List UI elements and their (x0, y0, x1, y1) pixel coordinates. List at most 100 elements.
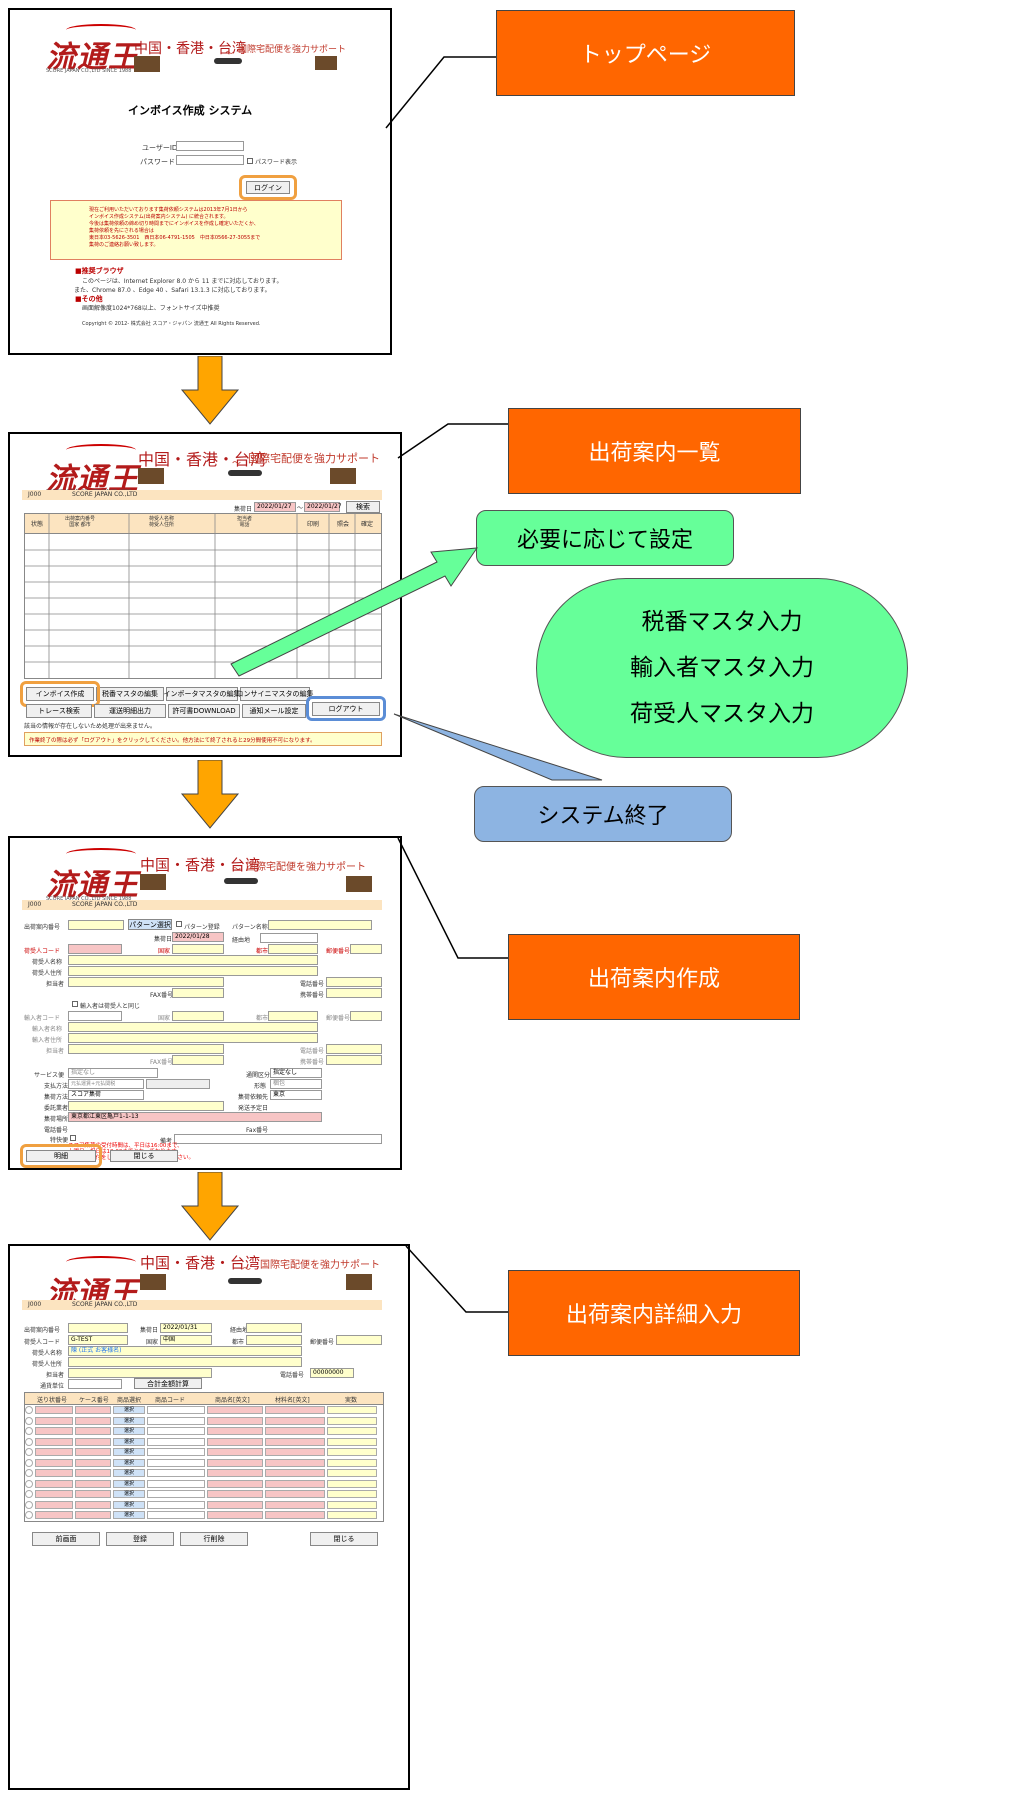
shipment-no-input[interactable] (68, 1323, 128, 1333)
row-cell-input[interactable] (265, 1416, 325, 1425)
logout-button[interactable]: ログアウト (312, 702, 380, 716)
row-radio[interactable] (25, 1500, 33, 1509)
tel-input[interactable]: 00000000 (310, 1368, 354, 1378)
row-radio[interactable] (25, 1406, 33, 1414)
row-cell-input[interactable] (207, 1479, 263, 1488)
select-product-button[interactable]: 選択 (113, 1511, 145, 1519)
row-cell-input[interactable] (207, 1448, 263, 1456)
importer-tel-input[interactable] (326, 1044, 382, 1054)
row-cell-input[interactable] (147, 1500, 205, 1509)
unit-select[interactable] (68, 1379, 122, 1389)
row-cell-input[interactable] (35, 1469, 73, 1477)
row-cell-input[interactable] (75, 1448, 111, 1456)
row-radio[interactable] (25, 1427, 33, 1435)
select-product-button[interactable]: 選択 (113, 1448, 145, 1456)
row-cell-input[interactable] (75, 1458, 111, 1467)
row-cell-input[interactable] (327, 1448, 377, 1456)
row-cell-input[interactable] (265, 1437, 325, 1446)
tariff-master-button[interactable]: 税番マスタの編集 (96, 687, 164, 701)
row-cell-input[interactable] (207, 1416, 263, 1425)
importer-city-input[interactable] (268, 1011, 318, 1021)
login-button[interactable]: ログイン (246, 181, 290, 194)
freight-detail-button[interactable]: 運送明細出力 (94, 704, 166, 718)
row-cell-input[interactable] (147, 1406, 205, 1414)
row-cell-input[interactable] (265, 1427, 325, 1435)
row-radio[interactable] (25, 1448, 33, 1456)
select-product-button[interactable]: 選択 (113, 1458, 145, 1467)
row-radio[interactable] (25, 1469, 33, 1477)
row-cell-input[interactable] (265, 1406, 325, 1414)
pattern-select-button[interactable]: パターン選択 (128, 919, 172, 930)
country-input[interactable] (172, 944, 224, 954)
row-cell-input[interactable] (35, 1406, 73, 1414)
city-input[interactable] (246, 1335, 302, 1345)
detail-button[interactable]: 明細 (26, 1150, 96, 1162)
importer-master-button[interactable]: インポータマスタの編集 (164, 687, 241, 701)
importer-code-select[interactable] (68, 1011, 122, 1021)
importer-fax-input[interactable] (172, 1055, 224, 1065)
row-radio[interactable] (25, 1479, 33, 1488)
row-cell-input[interactable] (147, 1427, 205, 1435)
permit-download-button[interactable]: 許可書DOWNLOAD (168, 704, 240, 718)
row-cell-input[interactable] (265, 1448, 325, 1456)
row-cell-input[interactable] (35, 1458, 73, 1467)
date-from[interactable]: 2022/01/27 (254, 502, 296, 512)
note-input[interactable] (174, 1134, 382, 1144)
notify-mail-button[interactable]: 通知メール設定 (242, 704, 306, 718)
importer-zip-input[interactable] (350, 1011, 382, 1021)
row-cell-input[interactable] (35, 1427, 73, 1435)
row-cell-input[interactable] (327, 1469, 377, 1477)
row-cell-input[interactable] (207, 1406, 263, 1414)
office-select[interactable]: 東京 (270, 1090, 322, 1100)
zip-input[interactable] (350, 944, 382, 954)
register-button[interactable]: 登録 (106, 1532, 174, 1546)
date-to[interactable]: 2022/01/27 (304, 502, 342, 512)
row-cell-input[interactable] (35, 1437, 73, 1446)
pattern-register-checkbox[interactable] (176, 921, 182, 927)
consignee-addr-input[interactable] (68, 966, 318, 976)
pay-extra[interactable] (146, 1079, 210, 1089)
city-input[interactable] (268, 944, 318, 954)
same-checkbox[interactable] (72, 1001, 78, 1007)
select-product-button[interactable]: 選択 (113, 1416, 145, 1425)
show-password-checkbox[interactable] (247, 158, 253, 164)
row-cell-input[interactable] (327, 1490, 377, 1498)
row-cell-input[interactable] (75, 1500, 111, 1509)
row-cell-input[interactable] (327, 1511, 377, 1519)
row-cell-input[interactable] (265, 1511, 325, 1519)
consignee-name-input[interactable] (68, 955, 318, 965)
close-button[interactable]: 閉じる (110, 1150, 178, 1162)
row-cell-input[interactable] (207, 1427, 263, 1435)
row-cell-input[interactable] (327, 1500, 377, 1509)
importer-addr-input[interactable] (68, 1033, 318, 1043)
delete-row-button[interactable]: 行削除 (180, 1532, 248, 1546)
row-radio[interactable] (25, 1490, 33, 1498)
consignee-code-select[interactable] (68, 944, 122, 954)
row-cell-input[interactable] (207, 1437, 263, 1446)
row-cell-input[interactable] (147, 1479, 205, 1488)
row-radio[interactable] (25, 1437, 33, 1446)
row-cell-input[interactable] (75, 1427, 111, 1435)
row-radio[interactable] (25, 1458, 33, 1467)
importer-person-input[interactable] (68, 1044, 224, 1054)
row-cell-input[interactable] (147, 1416, 205, 1425)
row-cell-input[interactable] (35, 1416, 73, 1425)
row-cell-input[interactable] (327, 1416, 377, 1425)
tel-input[interactable] (326, 977, 382, 987)
row-cell-input[interactable] (75, 1490, 111, 1498)
row-cell-input[interactable] (35, 1490, 73, 1498)
password-input[interactable] (176, 155, 244, 165)
collect-select[interactable]: スコア集荷 (68, 1090, 144, 1100)
row-cell-input[interactable] (35, 1500, 73, 1509)
row-cell-input[interactable] (147, 1490, 205, 1498)
row-cell-input[interactable] (147, 1437, 205, 1446)
importer-name-input[interactable] (68, 1022, 318, 1032)
service-select[interactable]: 指定なし (68, 1068, 158, 1078)
row-cell-input[interactable] (75, 1479, 111, 1488)
row-cell-input[interactable] (75, 1437, 111, 1446)
search-button[interactable]: 検索 (346, 501, 380, 513)
pay-select[interactable]: 元払運賃+元払関税 (68, 1079, 144, 1089)
row-cell-input[interactable] (265, 1458, 325, 1467)
country-input[interactable]: 中国 (160, 1335, 212, 1345)
trust-input[interactable] (68, 1101, 224, 1111)
